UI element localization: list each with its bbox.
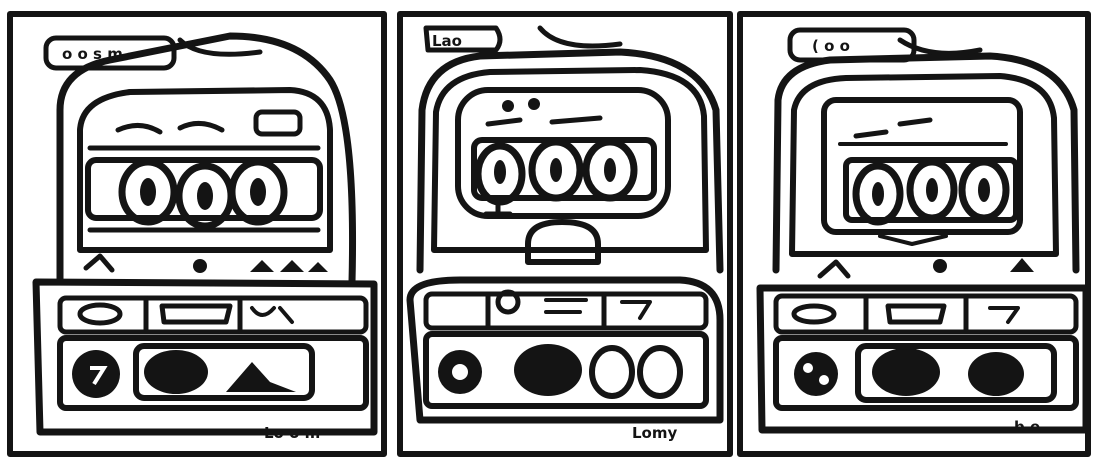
- knob-icon: [438, 350, 482, 394]
- coin-slot-icon: [133, 343, 315, 401]
- knob-icon: [794, 352, 838, 396]
- reel-icon: [852, 117, 1010, 246]
- top-label-plate: Lao: [423, 25, 503, 53]
- reel-icon: [474, 98, 638, 217]
- reel-icon: [115, 109, 303, 230]
- indicator-lights: [83, 253, 328, 273]
- slot-machine-icon: [772, 37, 1080, 274]
- panel-right: ( o o: [737, 11, 1091, 457]
- indicator-lights: [817, 258, 1034, 279]
- knob-icon: [72, 350, 120, 398]
- slot-machine-icon: [56, 32, 357, 286]
- bottom-label: Lo o m: [264, 424, 320, 442]
- console: [406, 276, 724, 424]
- panel-middle: Lao: [397, 11, 733, 457]
- bottom-label: b e: [1014, 418, 1040, 436]
- top-label: ( o o: [812, 37, 850, 55]
- panel-frame: [7, 11, 387, 457]
- console: [32, 278, 378, 436]
- panel-frame: [737, 11, 1091, 457]
- panel-frame: [397, 11, 733, 457]
- coin-slot-icon: [855, 343, 1057, 403]
- console: [756, 284, 1090, 434]
- top-label: Lao: [432, 32, 462, 50]
- coin-slot-icon: [514, 344, 683, 399]
- bottom-label: Lomy: [632, 424, 677, 442]
- speaker-icon: [525, 219, 601, 265]
- panel-left: o o s m: [7, 11, 387, 457]
